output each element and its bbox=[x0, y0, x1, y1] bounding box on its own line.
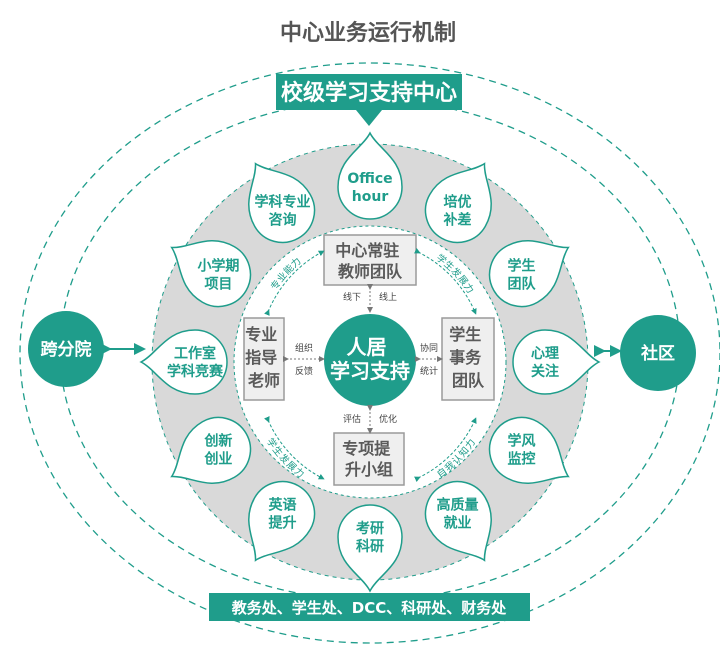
box-bottom: 专项提 升小组 bbox=[333, 432, 405, 486]
box-top: 中心常驻 教师团队 bbox=[323, 234, 417, 286]
diagram-title: 中心业务运行机制 bbox=[280, 20, 456, 46]
petal-shape bbox=[248, 162, 316, 244]
petal-label: 培优补差 bbox=[443, 193, 472, 228]
petal-shape bbox=[170, 416, 252, 484]
petal-label: 学生团队 bbox=[508, 258, 537, 293]
right-node: 社区 bbox=[594, 315, 696, 391]
petal-8: 创新创业 bbox=[170, 416, 252, 484]
petal-label: 学科专业咨询 bbox=[255, 193, 311, 228]
left-node: 跨分院 bbox=[28, 311, 146, 387]
box-top-label: 中心常驻 教师团队 bbox=[335, 241, 405, 281]
petal-shape bbox=[337, 504, 403, 593]
box-left-label: 专业 指导 老师 bbox=[245, 325, 283, 390]
connectors: 线下 线上 组织 反馈 协同 统计 评估 优化 bbox=[283, 284, 443, 434]
petal-1: 培优补差 bbox=[424, 162, 492, 244]
left-node-label: 跨分院 bbox=[41, 339, 92, 360]
petal-4: 学风监控 bbox=[488, 416, 570, 484]
petal-5: 高质量就业 bbox=[424, 480, 492, 562]
box-right: 学生 事务 团队 bbox=[441, 317, 495, 401]
connector-right-top-label: 协同 bbox=[420, 342, 438, 354]
petal-shape bbox=[248, 480, 316, 562]
connector-top-right-label: 线上 bbox=[379, 291, 397, 303]
box-bottom-label: 专项提 升小组 bbox=[342, 439, 396, 479]
connector-right-bottom-label: 统计 bbox=[420, 365, 438, 377]
connector-top-left-label: 线下 bbox=[343, 291, 361, 303]
petal-7: 英语提升 bbox=[248, 480, 316, 562]
petal-shape bbox=[170, 240, 252, 308]
petal-label: 英语提升 bbox=[268, 497, 297, 532]
petal-label: 小学期项目 bbox=[197, 258, 239, 293]
petal-label: 创新创业 bbox=[203, 433, 232, 468]
box-left: 专业 指导 老师 bbox=[243, 317, 285, 401]
petal-label: 工作室学科竞赛 bbox=[167, 345, 224, 380]
petal-shape bbox=[139, 329, 228, 395]
petal-9: 工作室学科竞赛 bbox=[139, 329, 228, 395]
petal-label: 心理关注 bbox=[531, 346, 559, 380]
petal-label: 学风监控 bbox=[508, 433, 536, 468]
right-node-label: 社区 bbox=[640, 343, 675, 364]
petal-11: 学科专业咨询 bbox=[248, 162, 316, 244]
bottom-banner-text: 教务处、学生处、DCC、科研处、财务处 bbox=[231, 599, 507, 617]
petal-shape bbox=[424, 162, 492, 244]
top-banner-text: 校级学习支持中心 bbox=[281, 80, 457, 106]
petal-3: 心理关注 bbox=[512, 329, 601, 395]
top-banner: 校级学习支持中心 bbox=[276, 74, 462, 126]
petal-label: 高质量就业 bbox=[437, 497, 479, 532]
bottom-banner: 教务处、学生处、DCC、科研处、财务处 bbox=[209, 593, 530, 621]
petal-label: 考研科研 bbox=[356, 520, 384, 555]
connector-left-bottom-label: 反馈 bbox=[295, 365, 313, 377]
top-banner-arrow bbox=[356, 110, 382, 126]
petal-shape bbox=[488, 416, 570, 484]
petal-shape bbox=[337, 131, 403, 220]
petal-6: 考研科研 bbox=[337, 504, 403, 593]
connector-bottom-right-label: 优化 bbox=[379, 413, 397, 425]
hub-label: 人居 学习支持 bbox=[330, 335, 410, 383]
central-hub: 人居 学习支持 bbox=[324, 314, 416, 406]
petal-2: 学生团队 bbox=[488, 240, 570, 308]
connector-bottom-left-label: 评估 bbox=[343, 413, 361, 425]
petal-shape bbox=[488, 240, 570, 308]
petal-shape bbox=[424, 480, 492, 562]
petal-10: 小学期项目 bbox=[170, 240, 252, 308]
petal-shape bbox=[512, 329, 601, 395]
connector-left-top-label: 组织 bbox=[295, 342, 313, 354]
box-right-label: 学生 事务 团队 bbox=[449, 325, 487, 390]
